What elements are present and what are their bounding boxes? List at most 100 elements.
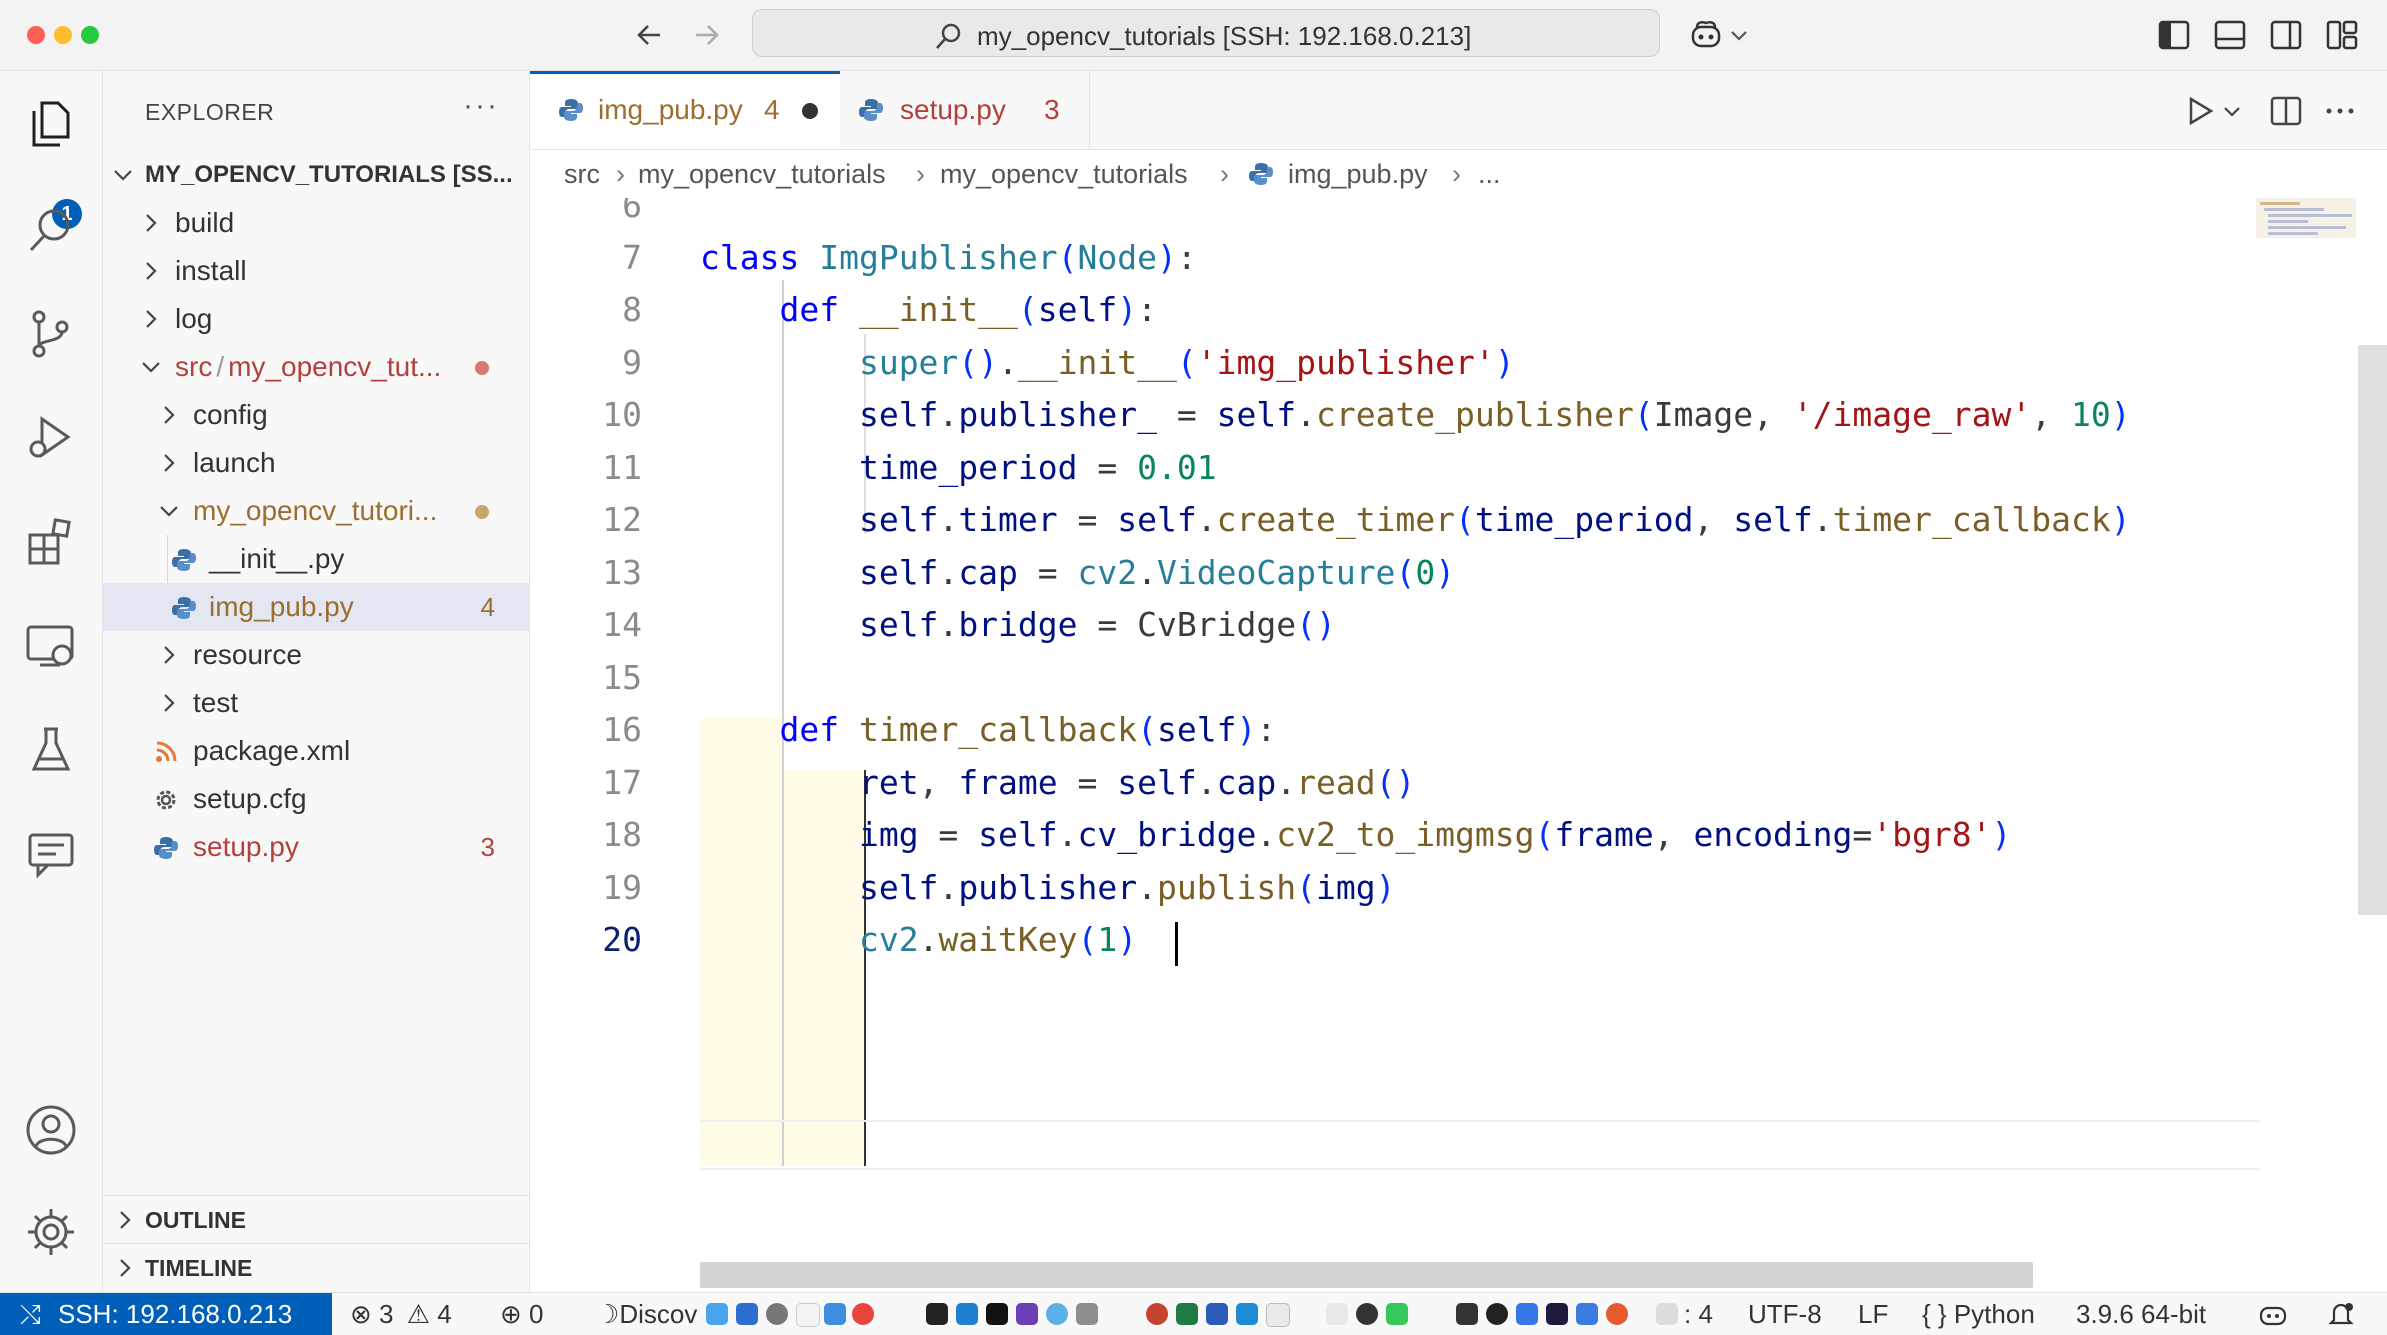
- tree-item-config[interactable]: config: [103, 391, 529, 439]
- word-app-icon[interactable]: [1206, 1303, 1228, 1325]
- app-icon[interactable]: [1606, 1303, 1628, 1325]
- app-icon[interactable]: [1546, 1303, 1568, 1325]
- copilot-icon[interactable]: [1688, 18, 1724, 52]
- run-python-file-icon[interactable]: [2182, 93, 2218, 129]
- finder-app-icon[interactable]: [706, 1303, 728, 1325]
- tree-item-setup-py[interactable]: setup.py 3: [103, 823, 529, 871]
- more-actions-button[interactable]: ···: [463, 89, 499, 122]
- app-icon[interactable]: [1016, 1303, 1038, 1325]
- code-editor[interactable]: 6 7 8 9 10 11 12 13 14 15 16 17 18 19 20…: [530, 198, 2387, 1258]
- code-token: [700, 868, 859, 907]
- breadcrumb-item[interactable]: img_pub.py: [1288, 159, 1428, 189]
- app-icon[interactable]: [1266, 1303, 1290, 1327]
- chevron-down-icon[interactable]: [1726, 18, 1752, 52]
- python-interpreter-status[interactable]: 3.9.6 64-bit: [2076, 1299, 2207, 1329]
- breadcrumb-item[interactable]: my_opencv_tutorials: [638, 159, 886, 189]
- breadcrumb-item[interactable]: ...: [1478, 159, 1501, 189]
- chrome-app-icon[interactable]: [852, 1303, 874, 1325]
- app-icon[interactable]: [1486, 1303, 1508, 1325]
- toggle-panel-icon[interactable]: [2212, 18, 2248, 52]
- tree-item-build[interactable]: build: [103, 199, 529, 247]
- app-icon[interactable]: [986, 1303, 1008, 1325]
- tree-item-setup-cfg[interactable]: setup.cfg: [103, 775, 529, 823]
- tree-item-img-pub-py[interactable]: img_pub.py 4: [103, 583, 529, 631]
- tree-item-src-package[interactable]: src/my_opencv_tut...: [103, 343, 529, 391]
- vscode-app-icon[interactable]: [956, 1303, 978, 1325]
- more-actions-icon[interactable]: [2322, 93, 2358, 129]
- explorer-icon[interactable]: [24, 97, 78, 151]
- excel-app-icon[interactable]: [1176, 1303, 1198, 1325]
- account-icon[interactable]: [24, 1103, 78, 1157]
- code-line: super().__init__('img_publisher'): [700, 343, 1515, 382]
- trash-icon[interactable]: [1656, 1303, 1678, 1325]
- forward-arrow-icon[interactable]: [688, 18, 724, 52]
- minimize-window-button[interactable]: [54, 26, 72, 44]
- outline-section[interactable]: OUTLINE: [103, 1195, 529, 1244]
- ports-status[interactable]: ⊕ 0: [500, 1293, 544, 1335]
- app-icon[interactable]: [736, 1303, 758, 1325]
- language-mode-status[interactable]: { } Python: [1922, 1293, 2035, 1335]
- tree-item-package-xml[interactable]: package.xml: [103, 727, 529, 775]
- toggle-secondary-sidebar-icon[interactable]: [2268, 18, 2304, 52]
- chat-icon[interactable]: [24, 827, 78, 881]
- tree-item-log[interactable]: log: [103, 295, 529, 343]
- back-arrow-icon[interactable]: [632, 18, 668, 52]
- calendar-app-icon[interactable]: [796, 1303, 820, 1327]
- tree-item-label: resource: [193, 639, 302, 670]
- code-token: ): [1117, 920, 1138, 959]
- breadcrumb-item[interactable]: src: [564, 159, 600, 189]
- testing-icon[interactable]: [24, 723, 78, 777]
- customize-layout-icon[interactable]: [2324, 18, 2360, 52]
- tree-item-init-py[interactable]: __init__.py: [103, 535, 529, 583]
- timeline-section[interactable]: TIMELINE: [103, 1243, 529, 1292]
- app-icon[interactable]: [766, 1303, 788, 1325]
- messages-app-icon[interactable]: [1386, 1303, 1408, 1325]
- unsaved-dot-icon[interactable]: [802, 103, 818, 119]
- settings-gear-icon[interactable]: [24, 1205, 78, 1259]
- search-icon[interactable]: [24, 203, 78, 257]
- app-icon[interactable]: [1236, 1303, 1258, 1325]
- vertical-scrollbar[interactable]: [2358, 345, 2387, 915]
- breadcrumb-item[interactable]: my_opencv_tutorials: [940, 159, 1188, 189]
- tree-item-test[interactable]: test: [103, 679, 529, 727]
- remote-explorer-icon[interactable]: [24, 619, 78, 673]
- source-control-icon[interactable]: [24, 307, 78, 361]
- tree-item-package-folder[interactable]: my_opencv_tutori...: [103, 487, 529, 535]
- errors-warnings-status[interactable]: ⊗ 3 ⚠ 4: [350, 1293, 452, 1335]
- code-token: =: [1852, 815, 1873, 854]
- app-icon[interactable]: [1146, 1303, 1168, 1325]
- extensions-icon[interactable]: [24, 515, 78, 569]
- app-icon[interactable]: [1576, 1303, 1598, 1325]
- tree-item-resource[interactable]: resource: [103, 631, 529, 679]
- run-debug-icon[interactable]: [24, 411, 78, 465]
- app-icon[interactable]: [1356, 1303, 1378, 1325]
- horizontal-scrollbar[interactable]: [700, 1262, 2033, 1288]
- minimap[interactable]: [2254, 198, 2364, 258]
- eol-status[interactable]: LF: [1858, 1299, 1889, 1329]
- app-icon[interactable]: [824, 1303, 846, 1325]
- tree-item-install[interactable]: install: [103, 247, 529, 295]
- discover-status[interactable]: ☽Discov: [596, 1293, 697, 1335]
- app-icon[interactable]: [1456, 1303, 1478, 1325]
- code-token: cap: [958, 553, 1018, 592]
- chevron-down-icon[interactable]: [2220, 93, 2244, 129]
- app-icon[interactable]: [1076, 1303, 1098, 1325]
- toggle-primary-sidebar-icon[interactable]: [2156, 18, 2192, 52]
- remote-indicator[interactable]: ⤭ SSH: 192.168.0.213: [0, 1293, 332, 1335]
- split-editor-icon[interactable]: [2268, 93, 2304, 129]
- app-icon[interactable]: [1046, 1303, 1068, 1325]
- close-window-button[interactable]: [27, 26, 45, 44]
- workspace-root[interactable]: MY_OPENCV_TUTORIALS [SS...: [103, 151, 529, 199]
- app-icon[interactable]: [1516, 1303, 1538, 1325]
- encoding-status[interactable]: UTF-8: [1748, 1299, 1822, 1329]
- zoom-window-button[interactable]: [81, 26, 99, 44]
- slack-app-icon[interactable]: [1326, 1303, 1348, 1325]
- command-center-search[interactable]: my_opencv_tutorials [SSH: 192.168.0.213]: [752, 9, 1660, 57]
- copilot-status-icon[interactable]: [2258, 1301, 2288, 1327]
- terminal-app-icon[interactable]: [926, 1303, 948, 1325]
- indentation-status[interactable]: : 4: [1684, 1299, 1713, 1329]
- tab-setup-py[interactable]: setup.py 3: [840, 71, 1090, 149]
- tab-img-pub-py[interactable]: img_pub.py 4: [530, 71, 840, 149]
- notifications-bell-icon[interactable]: [2326, 1301, 2356, 1327]
- tree-item-launch[interactable]: launch: [103, 439, 529, 487]
